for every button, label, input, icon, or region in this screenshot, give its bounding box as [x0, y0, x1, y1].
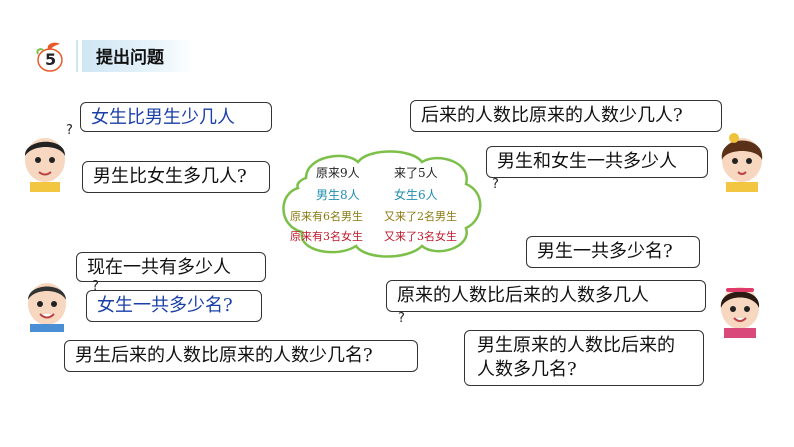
bubble-text: 女生一共多少名?: [97, 295, 233, 316]
question-mark: ?: [92, 279, 99, 294]
bubble-boys-girls-total: 男生和女生一共多少人: [486, 146, 708, 178]
cloud-more-girls: 又来了3名女生: [384, 230, 457, 243]
bubble-total-now: 现在一共有多少人: [76, 252, 266, 282]
bubble-girls-fewer: 女生比男生少几人: [80, 102, 272, 132]
cloud-original-girls: 原来有3名女生: [290, 230, 363, 243]
section-number: 5: [45, 50, 57, 69]
question-mark: ?: [492, 177, 499, 192]
bubble-text: 女生比男生少几人: [91, 107, 235, 128]
cloud-shape: [282, 150, 482, 258]
cloud-girls-count: 女生6人: [394, 188, 438, 202]
question-mark: ?: [66, 123, 73, 138]
cloud-boys-count: 男生8人: [316, 188, 360, 202]
bubble-boys-total: 男生一共多少名?: [526, 236, 700, 268]
bubble-text: 男生和女生一共多少人: [497, 151, 677, 172]
leaf-number-icon: [36, 42, 63, 72]
bubble-text: 男生比女生多几人?: [93, 166, 247, 187]
bubble-text: 男生一共多少名?: [537, 241, 673, 262]
bubble-boys-original-more: 男生原来的人数比后来的 人数多几名?: [464, 330, 704, 386]
boy-face-icon: [24, 138, 66, 192]
bubble-later-fewer: 后来的人数比原来的人数少几人?: [410, 100, 722, 132]
cloud-original-total: 原来9人: [316, 166, 360, 180]
info-cloud: 原来9人 来了5人 男生8人 女生6人 原来有6名男生 又来了2名男生 原来有3…: [276, 148, 484, 258]
bubble-text-line1: 男生原来的人数比后来的: [477, 335, 675, 356]
girl-face-icon: [720, 287, 760, 338]
bubble-text: 现在一共有多少人: [87, 257, 231, 278]
page-title: 提出问题: [96, 48, 164, 68]
girl-face-icon: [721, 133, 763, 192]
question-mark: ?: [398, 311, 405, 326]
boy-avatar-bottom: [20, 276, 74, 332]
girl-avatar-top: [714, 130, 770, 192]
bubble-text: 后来的人数比原来的人数少几人?: [421, 105, 683, 126]
cloud-arrived-total: 来了5人: [394, 166, 438, 180]
cloud-more-boys: 又来了2名男生: [384, 210, 457, 223]
header-divider: [76, 40, 78, 72]
cloud-original-boys: 原来有6名男生: [290, 210, 363, 223]
girl-avatar-bottom: [712, 280, 768, 338]
bubble-original-more: 原来的人数比后来的人数多几人: [386, 280, 706, 312]
section-badge: 5: [34, 40, 68, 74]
bubble-boys-more: 男生比女生多几人?: [82, 161, 270, 193]
bubble-girls-total: 女生一共多少名?: [86, 290, 262, 322]
header-bar: [82, 40, 194, 72]
bubble-boys-later-fewer: 男生后来的人数比原来的人数少几名?: [64, 340, 418, 372]
boy-face-icon: [28, 283, 66, 332]
bubble-text-line2: 人数多几名?: [477, 359, 577, 380]
bubble-text: 原来的人数比后来的人数多几人: [397, 285, 649, 306]
bubble-text: 男生后来的人数比原来的人数少几名?: [75, 345, 373, 366]
boy-avatar-top: [18, 130, 72, 192]
